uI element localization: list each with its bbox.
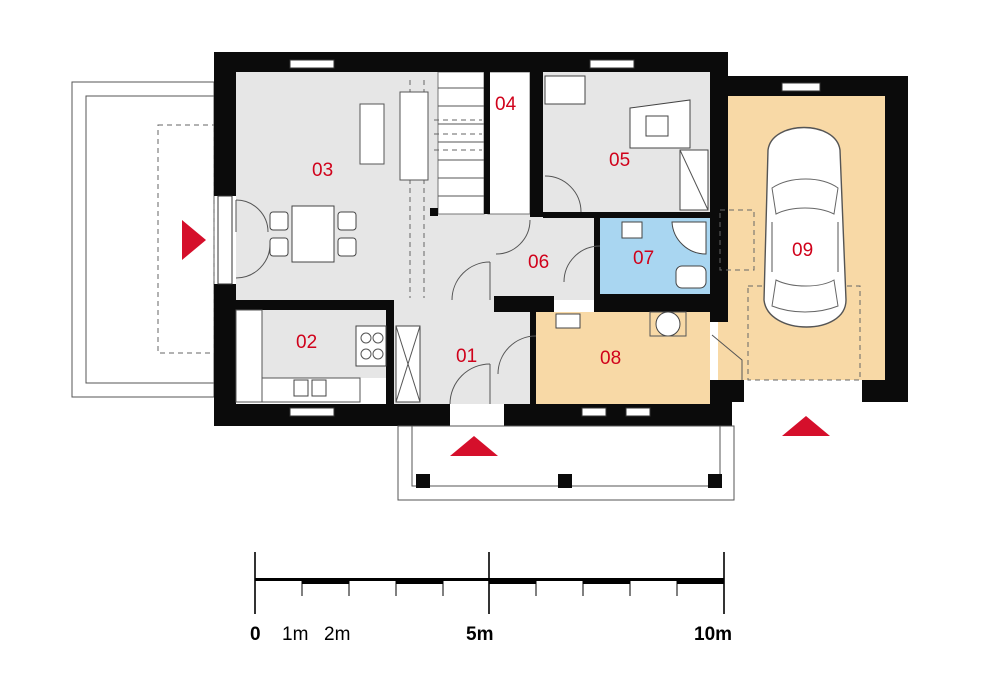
sink-icon: [293, 379, 327, 397]
entrance-arrow-icon: [182, 220, 206, 260]
porch: [397, 425, 735, 501]
entrance-arrow-icon: [450, 436, 498, 456]
room-label-07: 07: [633, 248, 654, 269]
room-labels: 01 02 03 04 05 06 07 08 09: [296, 94, 813, 369]
entrance-arrows: [182, 220, 830, 456]
scale-label-2m: 2m: [324, 624, 350, 645]
scale-label-0: 0: [250, 624, 261, 645]
windows: [217, 59, 821, 426]
table-icon: [269, 205, 357, 263]
scale-label-5m: 5m: [466, 624, 493, 645]
room-label-01: 01: [456, 346, 477, 367]
scale-bar: 0 1m 2m 5m 10m: [250, 552, 732, 645]
scale-label-10m: 10m: [694, 624, 732, 645]
room-label-09: 09: [792, 240, 813, 261]
scale-label-1m: 1m: [282, 624, 308, 645]
room-label-06: 06: [528, 252, 549, 273]
terrace: [71, 81, 215, 398]
doors: [235, 175, 743, 405]
stairs: [437, 71, 531, 215]
entrance-arrow-icon: [782, 416, 830, 436]
coffee-table-icon: [359, 103, 385, 165]
room-label-08: 08: [600, 348, 621, 369]
room-label-03: 03: [312, 160, 333, 181]
room-label-02: 02: [296, 332, 317, 353]
room-label-05: 05: [609, 150, 630, 171]
floor-06-corridor: [430, 210, 598, 300]
car-icon: [763, 126, 847, 328]
room-label-04: 04: [495, 94, 517, 115]
furniture: [235, 75, 861, 403]
sofa-icon: [399, 91, 429, 181]
stove-icon: [355, 325, 387, 367]
desk-icon: [629, 99, 691, 149]
